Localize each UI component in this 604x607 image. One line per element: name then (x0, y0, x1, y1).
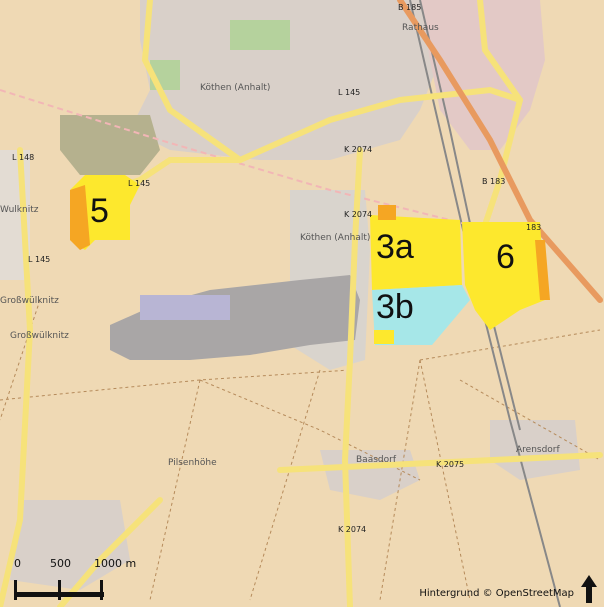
area-label-6: 6 (496, 238, 515, 276)
place-label-rathaus: Rathaus (402, 23, 439, 33)
village-southwest (10, 500, 130, 590)
place-label-gross-wulknitz-2: Großwülknitz (10, 331, 69, 341)
area-label-5: 5 (90, 192, 109, 230)
area-3a-orange (378, 205, 396, 220)
scale-bar (14, 580, 104, 600)
roads-orange (397, 0, 603, 303)
village-arensdorf (490, 420, 580, 480)
place-label-arensdorf: Arensdorf (516, 445, 561, 455)
area-3a[interactable] (370, 215, 462, 290)
north-arrow-icon (581, 575, 597, 603)
urban-area-koethen (130, 0, 440, 160)
road-label-l145-top: L 145 (338, 88, 360, 97)
area-label-3a: 3a (376, 228, 414, 266)
road-label-k2075: K 2075 (436, 460, 464, 469)
place-label-gross-wulknitz: Großwülknitz (0, 296, 59, 306)
area-6-orange (535, 240, 550, 300)
area-6[interactable] (462, 222, 545, 330)
scale-label-0: 0 (14, 557, 21, 570)
road-label-l145-mid: L 145 (128, 179, 150, 188)
railway-west (0, 89, 471, 226)
place-label-klein-wulknitz: Wulknitz (0, 205, 39, 215)
place-label-koethen-small: Köthen (Anhalt) (300, 233, 370, 243)
road-label-k2074-bottom: K 2074 (338, 525, 366, 534)
place-label-baasdorf: Baasdorf (356, 455, 397, 465)
road-label-k2074-top: K 2074 (344, 145, 372, 154)
place-label-pilsenhoehe: Pilsenhöhe (168, 458, 217, 468)
area-5-orange (70, 185, 90, 250)
road-label-l145-left: L 145 (28, 255, 50, 264)
road-label-b185: B 185 (398, 3, 421, 12)
map-attribution: Hintergrund © OpenStreetMap (419, 588, 574, 599)
road-label-l148: L 148 (12, 153, 34, 162)
urban-area-east (420, 0, 545, 150)
road-label-k2074-mid: K 2074 (344, 210, 372, 219)
road-label-b183: B 183 (482, 177, 505, 186)
field-area-west (60, 115, 160, 175)
area-3b-yellow (374, 330, 394, 344)
scale-label-1000: 1000 m (94, 557, 137, 570)
area-label-3b: 3b (376, 288, 414, 326)
road-label-b183-right: 183 (526, 223, 541, 232)
place-label-koethen: Köthen (Anhalt) (200, 83, 270, 93)
scale-label-500: 500 (50, 557, 71, 570)
green-park (230, 20, 290, 50)
area-3b[interactable] (372, 285, 470, 345)
airfield-runway (110, 275, 360, 360)
airfield-apron (140, 295, 230, 320)
